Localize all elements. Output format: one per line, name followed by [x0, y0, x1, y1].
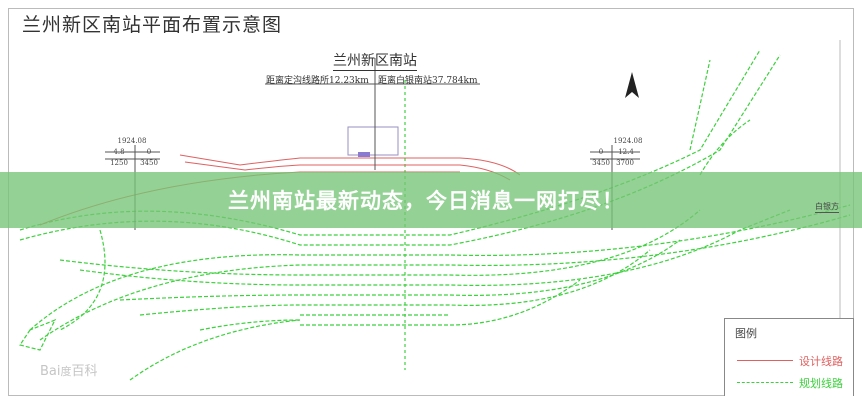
- right-km-chainage: 1924.08: [613, 137, 643, 145]
- headline-text: 兰州南站最新动态，今日消息一网打尽！: [228, 189, 624, 213]
- station-name: 兰州新区南站: [333, 50, 417, 71]
- legend-label: 设计线路: [799, 355, 843, 368]
- right-km-a: 0: [598, 148, 604, 156]
- left-km-d: 3450: [140, 159, 158, 167]
- planned-track: [199, 319, 301, 331]
- planned-track: [300, 279, 581, 326]
- legend-item-design: 设计线路: [737, 353, 849, 368]
- planned-track: [59, 209, 701, 276]
- legend-swatch-solid: [737, 360, 793, 361]
- distance-right: 距离白银南站37.784km: [378, 76, 478, 86]
- diagram-title: 兰州新区南站平面布置示意图: [22, 14, 283, 36]
- right-km-d: 3700: [616, 159, 634, 167]
- planned-track: [19, 318, 57, 351]
- legend-swatch-dashed: [737, 382, 793, 383]
- headline-banner: 兰州南站最新动态，今日消息一网打尽！: [0, 172, 862, 228]
- left-km-a: 4.8: [113, 148, 125, 156]
- planned-track: [689, 59, 751, 176]
- watermark-logo: Bai度百科: [40, 364, 98, 379]
- planned-track: [119, 239, 681, 301]
- right-km-c: 3450: [592, 159, 610, 167]
- left-km-b: 0: [146, 148, 152, 156]
- left-km-c: 1250: [110, 159, 128, 167]
- right-km-b: 12.4: [618, 148, 634, 156]
- planned-track: [59, 229, 106, 331]
- direction-label: 白银方: [815, 202, 839, 213]
- north-arrow-icon: [625, 72, 639, 98]
- planned-track: [29, 204, 851, 331]
- design-track: [179, 154, 521, 176]
- legend-label: 规划线路: [799, 377, 843, 390]
- planned-track: [79, 209, 791, 286]
- distance-left: 距离定沟线路所12.23km: [266, 76, 369, 86]
- legend-item-planned: 规划线路: [737, 375, 849, 390]
- legend-title: 图例: [735, 327, 757, 340]
- planned-track: [39, 214, 851, 341]
- legend: 图例 设计线路 规划线路: [724, 318, 854, 396]
- planned-track: [129, 319, 301, 381]
- left-km-chainage: 1924.08: [117, 137, 147, 145]
- planned-track: [139, 249, 651, 316]
